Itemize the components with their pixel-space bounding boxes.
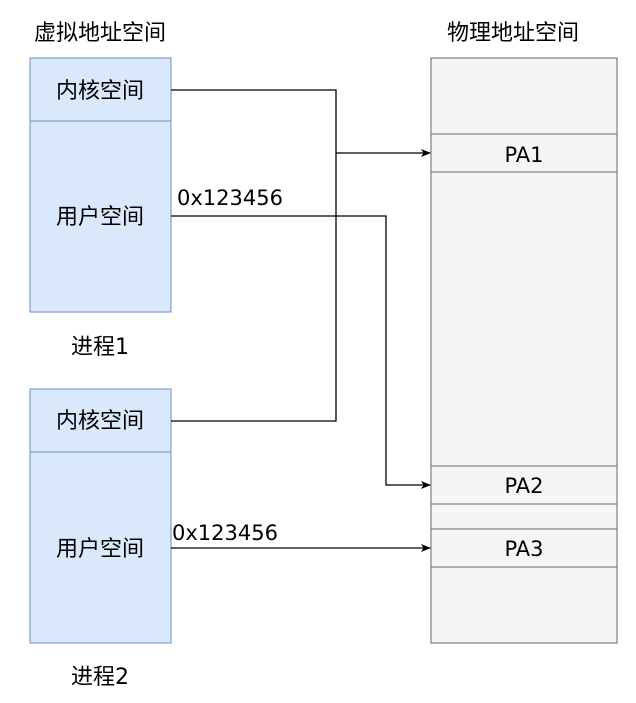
process-2-kernel-label: 内核空间 bbox=[56, 409, 144, 434]
process-1-user-space bbox=[29, 120, 172, 313]
process-1-user-to-pa2-arrow bbox=[171, 215, 431, 489]
process-1-kernel-label: 内核空间 bbox=[56, 79, 144, 104]
process-1-name: 进程1 bbox=[71, 335, 129, 360]
process-2-user-label: 用户空间 bbox=[56, 537, 144, 562]
virtual-space-title: 虚拟地址空间 bbox=[34, 21, 166, 46]
physical-page-pa1-label: PA1 bbox=[504, 143, 543, 167]
physical-page-pa3 bbox=[430, 528, 618, 568]
process-2-user-space bbox=[29, 451, 172, 644]
process-1: 内核空间 用户空间 进程1 bbox=[29, 57, 172, 360]
process-2: 内核空间 用户空间 进程2 bbox=[29, 388, 172, 690]
process-2-name: 进程2 bbox=[71, 665, 129, 690]
physical-page-pa2 bbox=[430, 465, 618, 505]
physical-page-gap bbox=[430, 503, 618, 530]
process-1-kernel-space bbox=[29, 57, 172, 122]
physical-page-pa1 bbox=[430, 133, 618, 173]
physical-space-title: 物理地址空间 bbox=[447, 21, 579, 46]
process-2-user-address: 0x123456 bbox=[172, 521, 278, 545]
physical-page-pa2-label: PA2 bbox=[504, 474, 543, 498]
kernel-space-shared-connector bbox=[171, 89, 337, 422]
process-1-user-address: 0x123456 bbox=[177, 186, 283, 210]
process-1-user-label: 用户空间 bbox=[56, 205, 144, 230]
physical-page-pa3-label: PA3 bbox=[504, 537, 543, 561]
